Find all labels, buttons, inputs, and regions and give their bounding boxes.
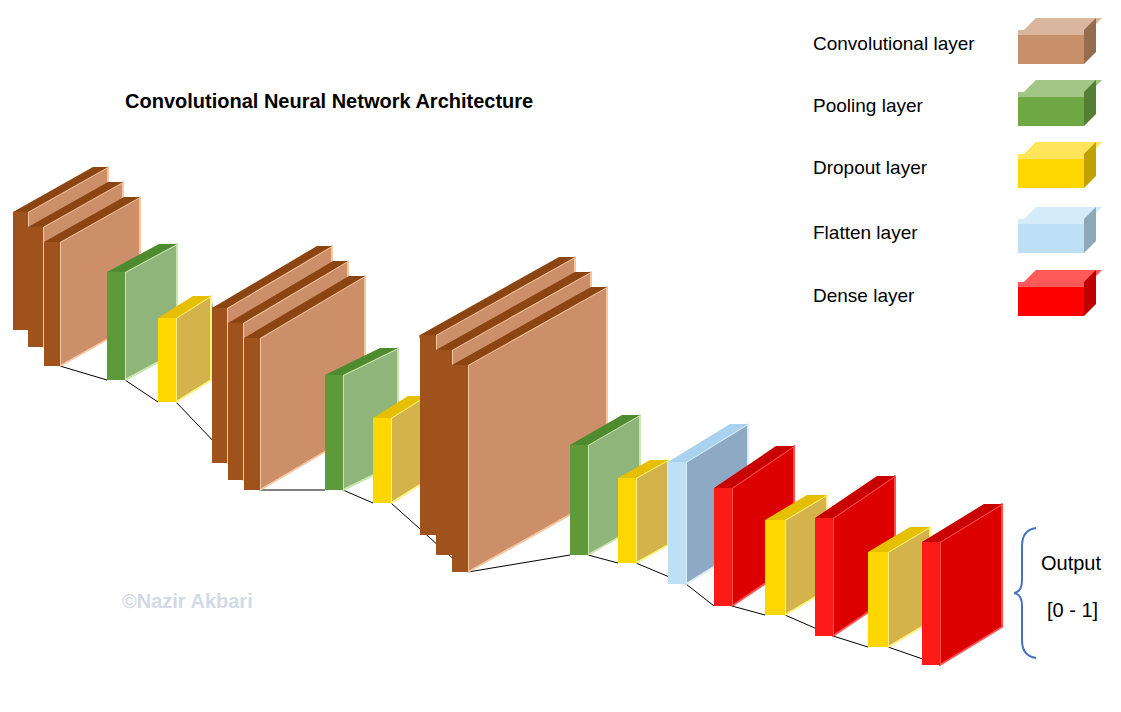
legend-text: Flatten layer	[813, 222, 918, 244]
layer-edge	[570, 445, 588, 555]
joining-line	[260, 490, 325, 491]
layer-top	[244, 276, 365, 338]
legend-swatch-box	[1018, 80, 1098, 128]
dropout-layer	[373, 396, 426, 503]
layer-top	[714, 446, 794, 488]
joining-line	[833, 636, 868, 647]
layer-top	[158, 296, 211, 318]
layer-edge	[244, 338, 260, 490]
layer-top	[815, 476, 895, 518]
layer-top	[452, 287, 607, 365]
legend-swatch	[1018, 154, 1084, 188]
layer-edge	[868, 552, 888, 647]
output-brace	[1014, 528, 1036, 658]
layer-edge	[212, 308, 227, 463]
dense-layer	[922, 504, 1002, 665]
joining-line	[686, 584, 714, 606]
dropout-layer	[618, 460, 668, 563]
legend-text: Dense layer	[813, 285, 914, 307]
joining-line	[588, 555, 618, 563]
layer-edge	[44, 242, 60, 366]
swatch-shade	[1018, 154, 1084, 159]
layer-top	[570, 415, 640, 445]
watermark: ©Nazir Akbari	[122, 590, 253, 613]
joining-lines	[60, 197, 940, 665]
joining-line	[125, 380, 158, 402]
layer-edge	[618, 478, 636, 563]
legend-swatch	[1018, 219, 1084, 253]
layer-top	[868, 527, 930, 552]
layer-edge	[922, 542, 940, 665]
layer-edge	[815, 518, 833, 636]
layer-top	[922, 504, 1002, 542]
layer-edge	[714, 488, 732, 606]
conv-layer	[452, 287, 607, 572]
layer-top	[373, 396, 426, 418]
legend-swatch-box	[1018, 142, 1098, 190]
legend-text: Convolutional layer	[813, 33, 975, 55]
swatch-shade	[1018, 282, 1084, 287]
layer-edge	[452, 365, 468, 572]
layer-face	[468, 287, 607, 572]
swatch-shade	[1018, 30, 1084, 35]
legend-swatch	[1018, 282, 1084, 316]
swatch-shade	[1018, 92, 1084, 97]
layer-top	[44, 197, 140, 242]
layer-top	[325, 348, 398, 375]
layer-edge	[436, 350, 452, 555]
swatch-shade	[1018, 219, 1084, 224]
legend-swatch-box	[1018, 18, 1098, 66]
layer-edge	[668, 462, 686, 584]
legend-swatch	[1018, 92, 1084, 126]
layer-edge	[158, 318, 176, 402]
legend-swatch-box	[1018, 207, 1098, 255]
layer-edge	[28, 227, 43, 347]
layer-top	[618, 460, 668, 478]
legend-swatch	[1018, 30, 1084, 64]
output-range: [0 - 1]	[1047, 599, 1098, 622]
layer-face	[636, 460, 668, 563]
joining-line	[60, 366, 107, 380]
output-label: Output	[1041, 552, 1101, 575]
layer-edge	[373, 418, 391, 503]
diagram-title: Convolutional Neural Network Architectur…	[125, 90, 533, 113]
layer-edge	[228, 323, 243, 480]
layer-edge	[325, 375, 343, 490]
joining-line	[732, 606, 765, 615]
legend-text: Pooling layer	[813, 95, 923, 117]
legend-text: Dropout layer	[813, 157, 927, 179]
layer-edge	[765, 520, 785, 615]
layer-top	[107, 244, 177, 272]
layer-edge	[107, 272, 125, 380]
layer-edge	[420, 335, 436, 535]
dropout-layer	[868, 527, 930, 647]
legend-swatch-box	[1018, 270, 1098, 318]
layer-edge	[13, 212, 28, 330]
joining-line	[343, 490, 373, 503]
layer-top	[668, 424, 748, 462]
dropout-layer	[158, 296, 211, 402]
